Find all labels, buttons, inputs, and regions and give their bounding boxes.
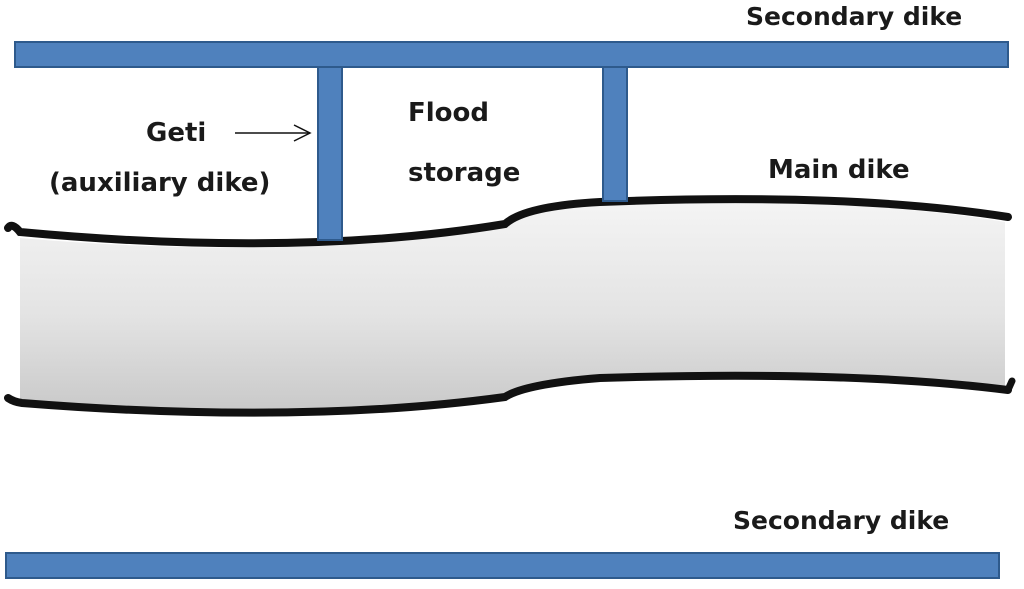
- geti-label-line1: Geti: [146, 118, 207, 148]
- main-dike-label: Main dike: [768, 155, 910, 185]
- secondary-dike-bottom-label: Secondary dike: [733, 506, 950, 535]
- lower-bank-end-tick: [1004, 377, 1016, 394]
- geti-label-line2: (auxiliary dike): [49, 168, 271, 198]
- geti-left: [317, 66, 343, 241]
- flood-storage-label-line2: storage: [408, 158, 521, 188]
- secondary-dike-top: [14, 41, 1009, 68]
- geti-right: [602, 66, 628, 202]
- secondary-dike-top-label: Secondary dike: [746, 2, 963, 31]
- main-dike-line: [4, 195, 1012, 248]
- river-channel: [20, 202, 1005, 412]
- flood-storage-label-line1: Flood: [408, 98, 490, 128]
- arrow-icon: [235, 124, 312, 142]
- secondary-dike-bottom: [5, 552, 1000, 579]
- lower-bank-line: [4, 371, 1012, 417]
